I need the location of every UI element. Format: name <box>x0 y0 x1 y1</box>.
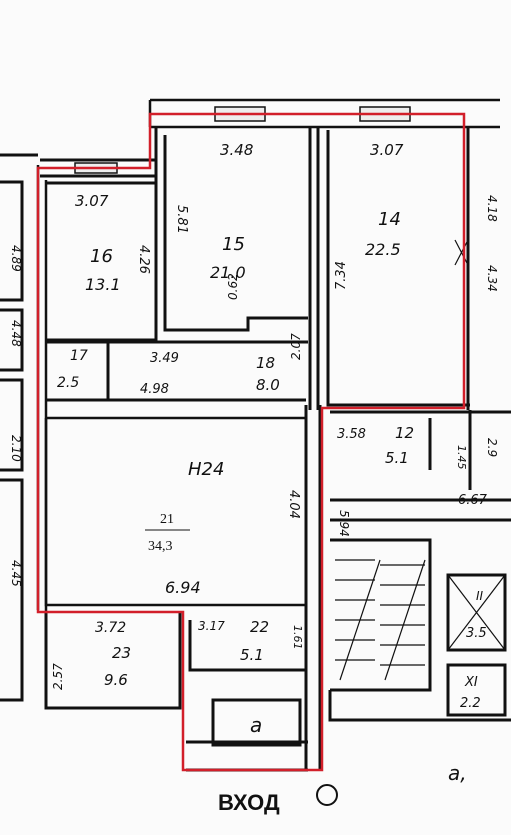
room23-width: 3.72 <box>95 620 126 636</box>
room15-number: 15 <box>222 234 245 255</box>
room12-number: 12 <box>395 424 414 442</box>
room22-height: 1.61 <box>291 625 304 650</box>
stair-width: 5.94 <box>337 510 351 537</box>
hall-code: H24 <box>188 459 224 480</box>
room14-height: 7.34 <box>334 261 349 290</box>
right-dimensions: 4.18 4.34 2.9 <box>485 195 499 457</box>
room15-small-dim: 0.62 <box>226 273 240 300</box>
right-dims-item: 2.9 <box>485 438 499 457</box>
room14-area: 22.5 <box>365 240 401 259</box>
room15-area: 21.0 <box>210 263 246 282</box>
room15-width: 3.48 <box>220 141 253 159</box>
left-dimensions: 4.89 4.48 2.10 4.45 <box>9 245 23 587</box>
room16-width: 3.07 <box>75 192 109 210</box>
hall-number: 21 <box>160 512 174 527</box>
room22-width: 3.17 <box>198 619 225 633</box>
room17-area: 2.5 <box>57 375 79 391</box>
room23-number: 23 <box>112 644 131 662</box>
room-xi-area: 2.2 <box>460 696 481 711</box>
room-xi-number: XI <box>464 675 478 690</box>
right-dims-item: 4.34 <box>485 265 499 292</box>
entrance-marker-icon <box>316 784 338 806</box>
lobby-label-2: a, <box>448 761 467 785</box>
room22-number: 22 <box>250 618 269 636</box>
room18-number: 18 <box>256 354 275 372</box>
stairs <box>335 239 506 681</box>
room12-area: 5.1 <box>385 449 409 467</box>
room14-width: 3.07 <box>370 141 404 159</box>
hall-width: 6.94 <box>165 578 201 597</box>
hall-height: 4.04 <box>286 490 301 519</box>
room12-width: 3.58 <box>337 427 366 442</box>
lobby-label: a <box>250 713 262 737</box>
room-ii-area: 3.5 <box>466 626 487 641</box>
room15-height: 5.81 <box>174 205 189 234</box>
room18-height: 2.07 <box>289 333 303 360</box>
windows <box>74 106 411 174</box>
left-dims-item: 4.48 <box>9 320 23 347</box>
left-dims-item: 4.89 <box>9 245 23 272</box>
room23-height: 2.57 <box>51 663 65 690</box>
hall-area: 34,3 <box>148 539 173 554</box>
room-ii-number: II <box>476 589 484 603</box>
room23-area: 9.6 <box>104 671 128 689</box>
lift-width: 6.67 <box>458 493 488 508</box>
room14-number: 14 <box>378 209 401 230</box>
room17-number: 17 <box>70 348 88 364</box>
room22-area: 5.1 <box>240 646 264 664</box>
left-dims-item: 2.10 <box>9 435 23 462</box>
room16-number: 16 <box>90 246 113 267</box>
room16-height: 4.26 <box>136 245 151 274</box>
room16-area: 13.1 <box>85 275 121 294</box>
room18-area: 8.0 <box>256 376 280 394</box>
entrance-label: ВХОД <box>218 790 280 815</box>
room18-width: 3.49 <box>150 351 179 366</box>
left-dims-item: 4.45 <box>9 560 23 587</box>
room12-height: 1.45 <box>455 445 468 470</box>
right-dims-item: 4.18 <box>485 195 499 222</box>
room18-width-2: 4.98 <box>140 382 169 397</box>
apartment-outline <box>36 112 466 772</box>
